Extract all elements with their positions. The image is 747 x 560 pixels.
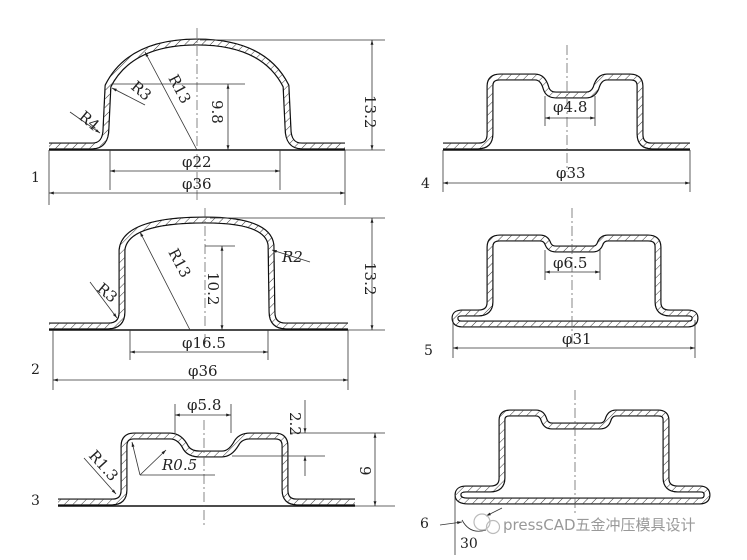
part-4-profile: [443, 73, 690, 151]
part-3-profile: [58, 432, 355, 507]
part-2-outer-dia-dim: φ36: [188, 362, 218, 380]
part-1-r-base: R4: [75, 107, 103, 134]
part-3: φ5.8 2.2 9 R1.3 R0.5 3: [31, 396, 395, 525]
part-2-inner-dia-dim: φ16.5: [182, 334, 226, 352]
part-3-r-dimple: R0.5: [161, 456, 197, 474]
part-3-dimple-dia-dim: φ5.8: [187, 396, 221, 414]
part-3-dimple-depth-dim: 2.2: [286, 412, 304, 436]
part-2-height-dim: 13.2: [361, 262, 379, 295]
part-2-number: 2: [31, 362, 40, 378]
watermark: pressCAD五金冲压模具设计: [473, 513, 696, 535]
part-2-r-base: R3: [93, 279, 121, 306]
part-5-outer-dia-dim: φ31: [562, 330, 592, 348]
part-5-profile: [451, 234, 699, 328]
part-1-r-shoulder: R3: [127, 77, 155, 104]
part-3-number: 3: [31, 493, 40, 509]
part-6: 6 30: [420, 390, 711, 555]
part-6-profile: [454, 409, 711, 505]
part-5-dimple-dia-dim: φ6.5: [553, 254, 587, 272]
part-1-r-dome: R13: [164, 71, 194, 106]
part-6-curl-gap-dim: 6: [420, 516, 429, 532]
part-2-profile: [49, 216, 348, 331]
part-5-number: 5: [424, 343, 433, 359]
part-2-r-shoulder: R2: [281, 248, 303, 266]
part-3-height-dim: 9: [356, 466, 374, 476]
part-1-outer-dia-dim: φ36: [182, 175, 212, 193]
part-4-number: 4: [421, 176, 430, 192]
watermark-text: pressCAD五金冲压模具设计: [503, 516, 696, 534]
part-6-curl-angle-dim: 30: [460, 536, 478, 552]
part-1-number: 1: [31, 170, 40, 186]
part-2-inner-height-dim: 10.2: [204, 272, 222, 305]
part-1-inner-dia-dim: φ22: [182, 153, 212, 171]
part-2-r-dome: R13: [164, 245, 194, 280]
part-1: 13.2 9.8 φ22 φ36 R4 R3 R13 1: [31, 28, 385, 205]
part-4-dimple-dia-dim: φ4.8: [553, 98, 587, 116]
part-1-inner-height-dim: 9.8: [208, 100, 226, 124]
part-4-outer-dia-dim: φ33: [556, 164, 586, 182]
wechat-logo-icon: [473, 513, 501, 535]
part-2: 13.2 10.2 φ16.5 φ36 R3 R2 R13 2: [31, 208, 385, 390]
part-4: φ4.8 φ33 4: [421, 45, 691, 192]
part-1-height-dim: 13.2: [361, 95, 379, 128]
part-5: φ6.5 φ31 5: [424, 208, 699, 359]
